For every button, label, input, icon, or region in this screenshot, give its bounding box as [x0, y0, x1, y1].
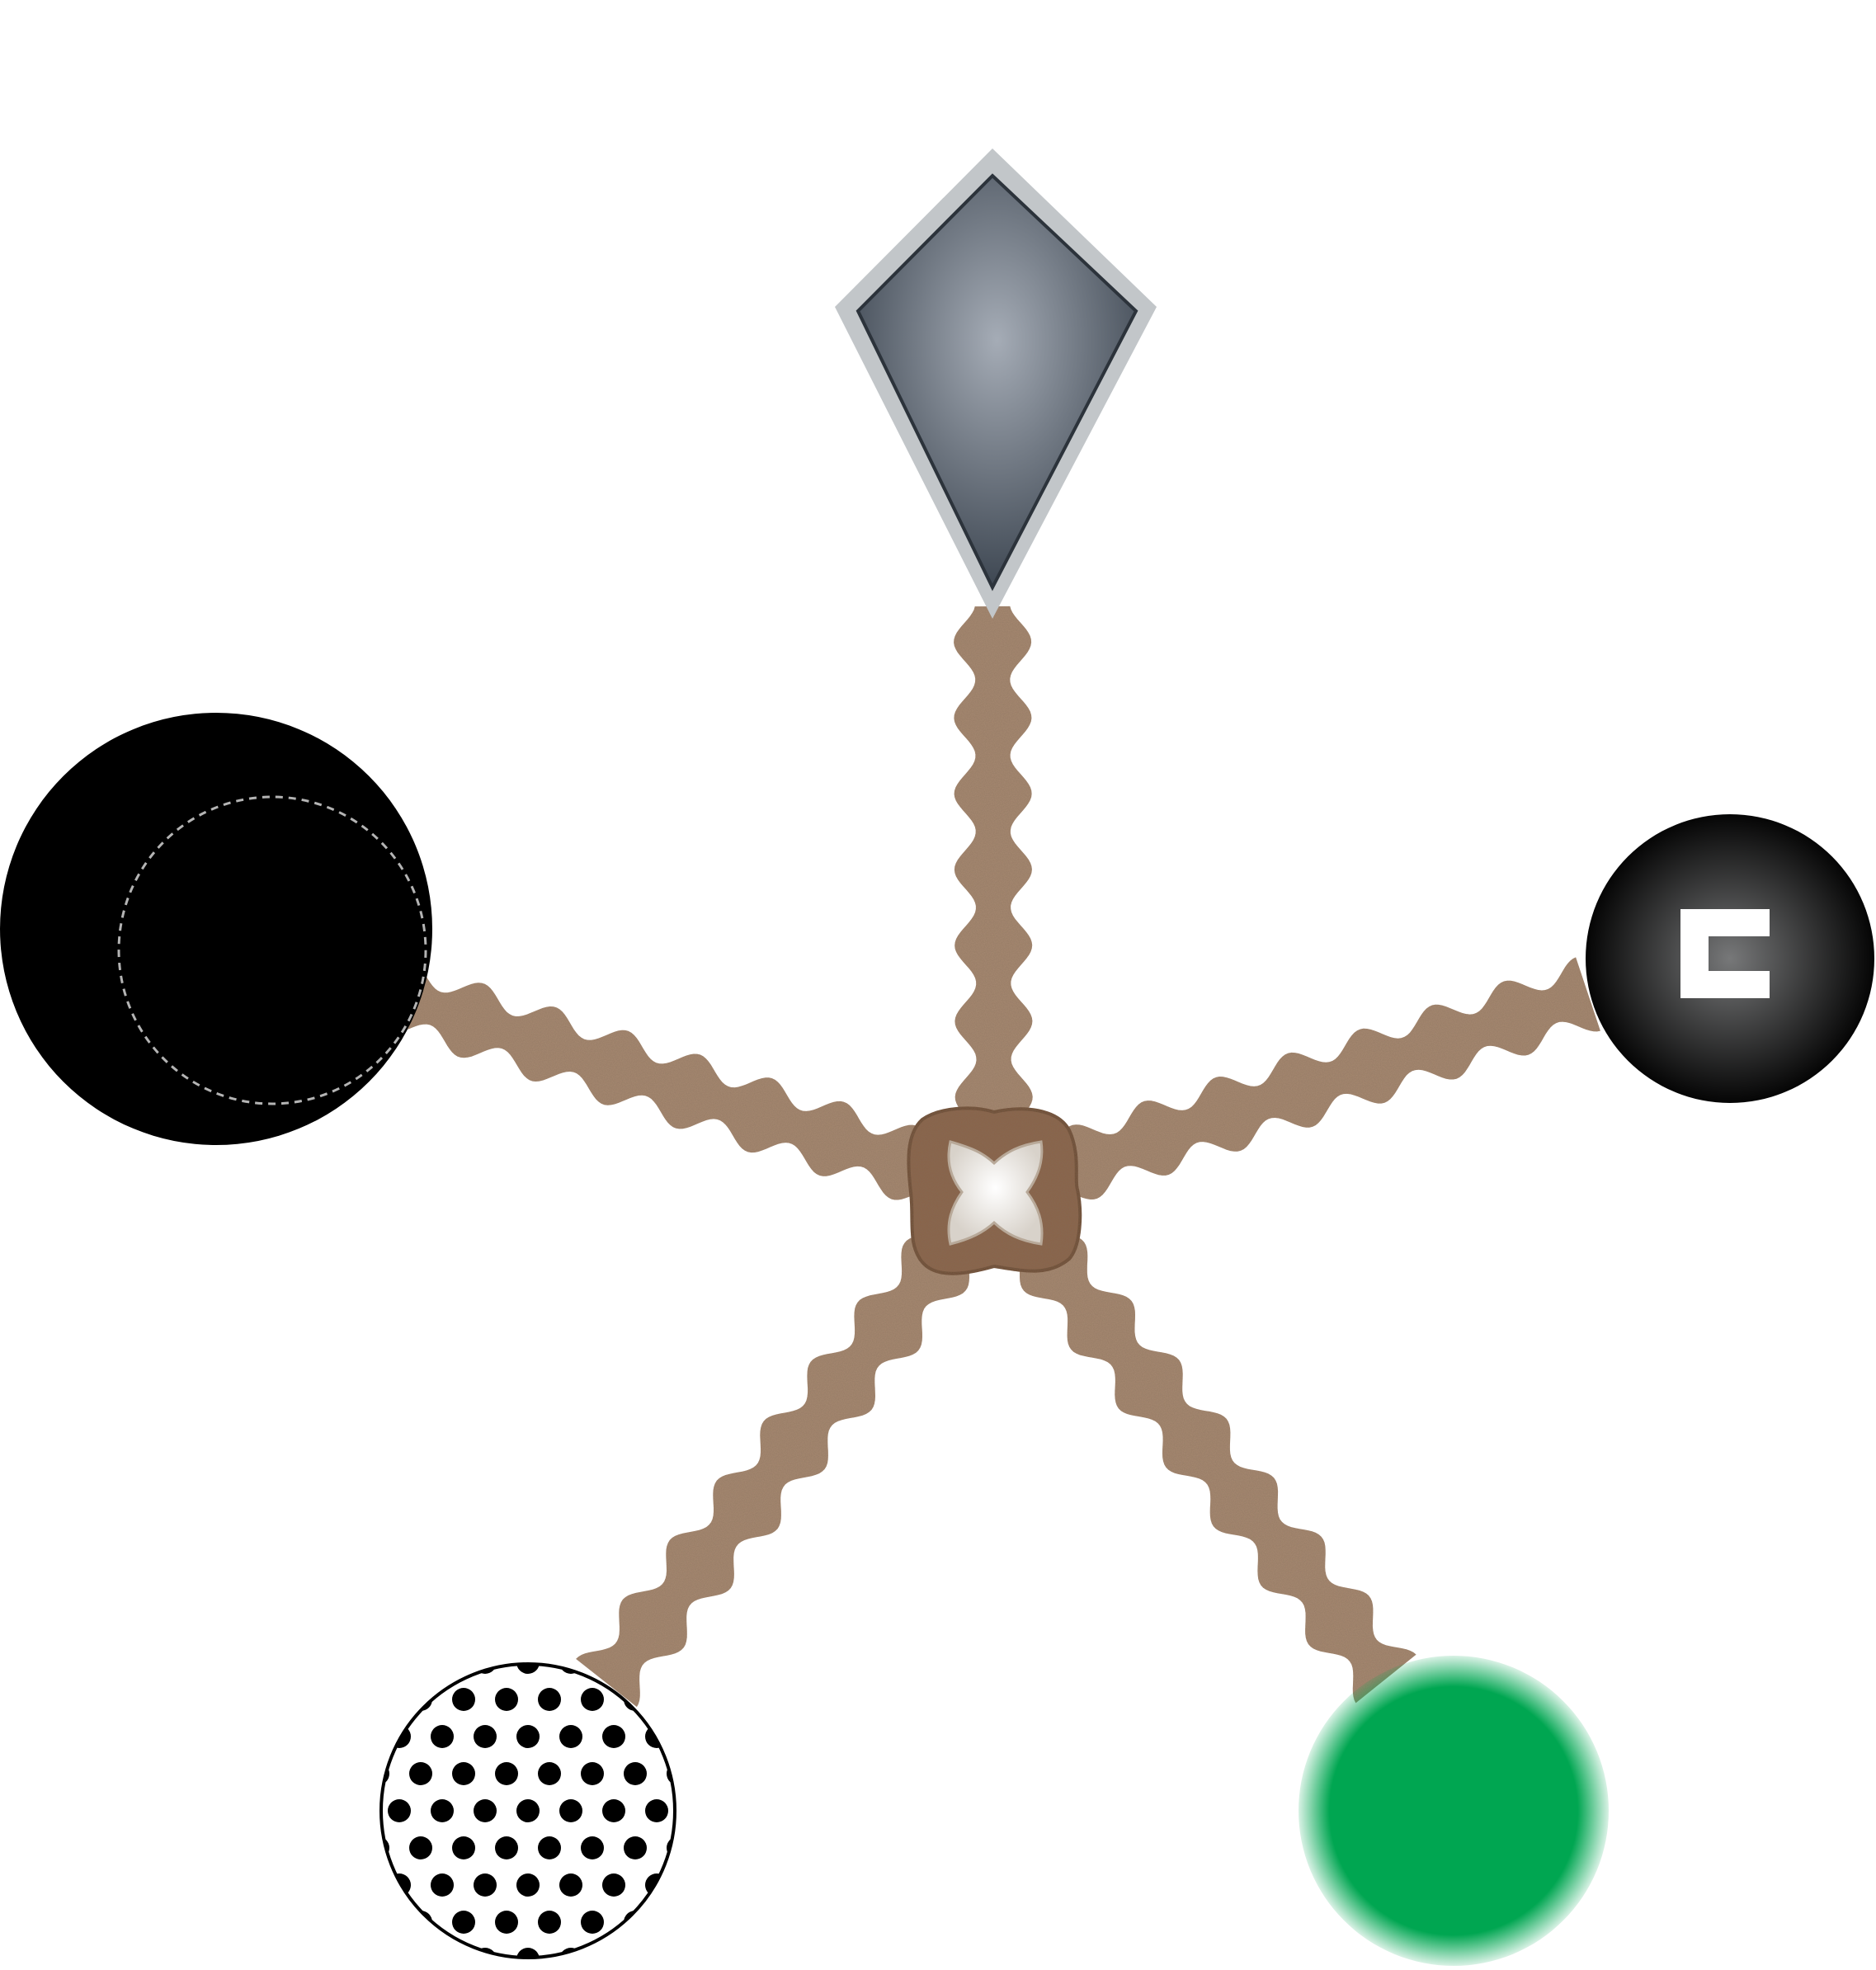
polka-dot — [581, 1911, 604, 1934]
polka-dot — [538, 1836, 561, 1859]
polka-dot — [452, 1688, 475, 1711]
polka-dot — [602, 1725, 625, 1748]
polka-dot — [474, 1725, 497, 1748]
polka-dot — [516, 1664, 540, 1674]
polka-dot — [516, 1725, 540, 1748]
kite-node — [835, 148, 1157, 619]
polka-dot — [452, 1911, 475, 1934]
square-badge-node — [1586, 814, 1874, 1103]
polka-dot — [409, 1836, 432, 1859]
black-node — [0, 713, 432, 1145]
polka-dot — [645, 1799, 668, 1822]
polka-dot — [538, 1911, 561, 1934]
linker-chains — [408, 606, 1600, 1708]
polka-dot — [495, 1836, 518, 1859]
polka-dot — [581, 1688, 604, 1711]
green-blur-node — [1299, 1656, 1609, 1966]
polka-dot — [495, 1911, 518, 1934]
polka-dot — [602, 1873, 625, 1897]
polka-dot — [431, 1873, 454, 1897]
polka-dot — [538, 1762, 561, 1785]
polka-dot — [495, 1688, 518, 1711]
linker-chain-bottom-left — [576, 1174, 1016, 1708]
polka-dot — [409, 1762, 432, 1785]
polka-dot — [602, 1799, 625, 1822]
notched-square-glyph — [1680, 909, 1770, 998]
linker-chain-top — [954, 606, 1033, 1193]
polka-dot — [559, 1725, 582, 1748]
dashed-ring — [117, 795, 427, 1105]
polka-dot — [474, 1799, 497, 1822]
polka-dot — [452, 1836, 475, 1859]
polka-dot — [409, 1911, 432, 1934]
polka-dot — [624, 1911, 647, 1934]
polka-dot — [624, 1762, 647, 1785]
polka-dot — [474, 1873, 497, 1897]
dotted-node — [379, 1662, 676, 1959]
linker-chain-bottom-right — [972, 1174, 1416, 1704]
polka-dot — [581, 1762, 604, 1785]
polka-dot — [559, 1799, 582, 1822]
polka-dot — [452, 1762, 475, 1785]
polka-dot — [516, 1873, 540, 1897]
linker-chain-left — [408, 975, 1003, 1224]
central-hub — [907, 1106, 1082, 1275]
polka-dot — [516, 1799, 540, 1822]
polka-dot — [624, 1836, 647, 1859]
polka-dot — [516, 1948, 540, 1958]
polka-dot — [431, 1799, 454, 1822]
polka-dot — [431, 1725, 454, 1748]
linker-chain-right — [985, 957, 1600, 1224]
polka-dot — [409, 1688, 432, 1711]
polka-dot — [495, 1762, 518, 1785]
polka-dot — [581, 1836, 604, 1859]
polka-dot — [559, 1873, 582, 1897]
polka-dot — [538, 1688, 561, 1711]
polka-dot — [388, 1799, 411, 1822]
